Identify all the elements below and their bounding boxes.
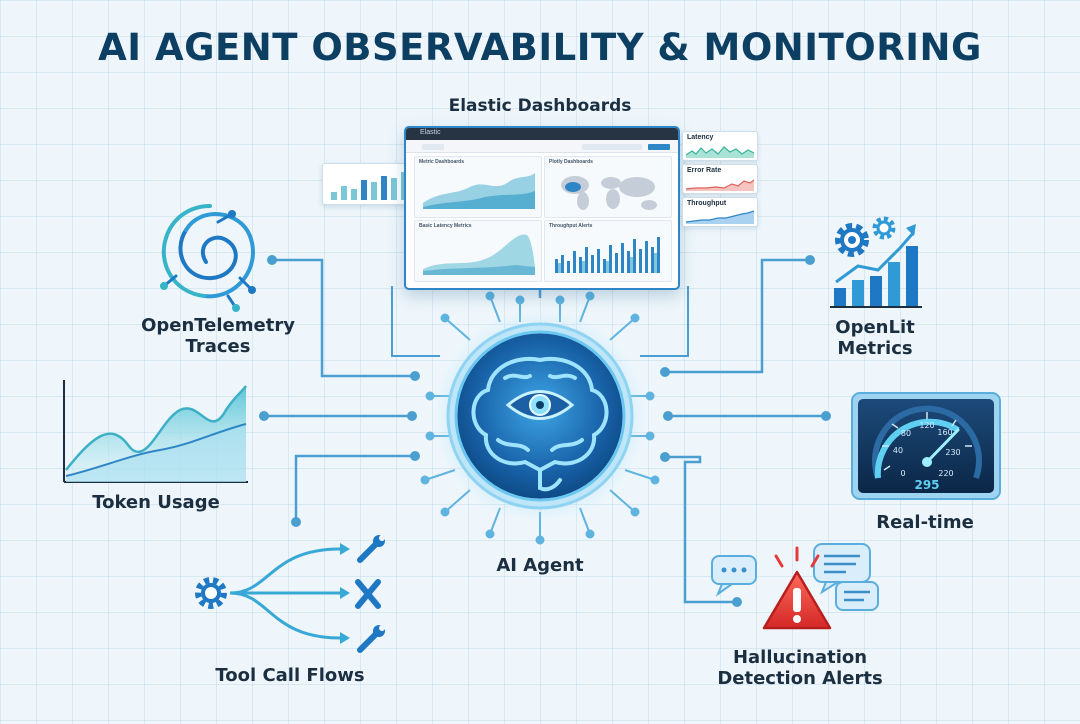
label-real-time: Real-time: [876, 512, 974, 533]
error-rate-sparkline: [686, 179, 754, 191]
label-hallucination-alerts: Hallucination Detection Alerts: [700, 647, 900, 689]
label-line: Detection Alerts: [717, 668, 883, 689]
label-openlit-metrics: OpenLit Metrics: [800, 317, 950, 359]
label-token-usage: Token Usage: [92, 492, 220, 513]
gear-branch-wrench-icon: [195, 535, 385, 653]
gears-growth-chart-icon: [830, 216, 922, 308]
latency-sparkline: [686, 146, 754, 158]
brain-eye-icon: [471, 356, 609, 492]
connector-tool: [294, 454, 415, 522]
screwdriver-icon: [355, 579, 381, 609]
label-line: OpenLit: [835, 317, 915, 338]
connector-hallucination: [665, 455, 737, 604]
warning-chat-bubbles-icon: [711, 543, 879, 630]
panel-latency-metrics: Basic Latency Metrics: [414, 220, 542, 282]
label-opentelemetry-traces: OpenTelemetry Traces: [118, 315, 318, 357]
label-line: OpenTelemetry: [141, 315, 295, 336]
label-line: Metrics: [837, 338, 913, 359]
error-rate-card[interactable]: Error Rate: [682, 164, 758, 194]
elastic-dashboard-window[interactable]: Elastic Metric Dashboards Plotly Dashboa…: [404, 126, 680, 290]
connector-otel: [272, 258, 415, 378]
latency-card[interactable]: Latency: [682, 131, 758, 161]
throughput-card[interactable]: Throughput: [682, 197, 758, 227]
connector-lines: [264, 258, 826, 604]
wrench-icon: [357, 631, 379, 653]
latency-card-title: Latency: [687, 134, 714, 141]
throughput-sparkline: [686, 210, 754, 224]
area-chart-icon: [63, 380, 248, 483]
dashboard-topbar: Elastic: [406, 128, 678, 140]
throughput-card-title: Throughput: [687, 200, 727, 207]
panel-title: Throughput Alerts: [549, 223, 593, 229]
label-ai-agent: AI Agent: [496, 555, 584, 576]
connector-openlit: [665, 258, 810, 374]
connector-dots: [259, 255, 831, 607]
ai-agent-hub[interactable]: [432, 308, 648, 524]
spiral-trace-icon: [160, 204, 256, 312]
panel-world-map: Plotly Dashboards: [544, 156, 672, 218]
dashboard-brand: Elastic: [420, 129, 441, 136]
label-line: Traces: [185, 336, 251, 357]
panel-title: Plotly Dashboards: [549, 159, 593, 165]
panel-metric-dashboards: Metric Dashboards: [414, 156, 542, 218]
label-elastic-dashboards: Elastic Dashboards: [448, 96, 632, 116]
panel-throughput-alerts: Throughput Alerts: [544, 220, 672, 282]
page-title: AI AGENT OBSERVABILITY & MONITORING: [98, 26, 982, 69]
panel-title: Metric Dashboards: [419, 159, 465, 165]
wrench-icon: [357, 541, 379, 563]
error-rate-card-title: Error Rate: [687, 167, 722, 174]
speedometer-gauge-icon: [851, 392, 1001, 500]
bar-chart-icon: [331, 172, 407, 200]
label-tool-call-flows: Tool Call Flows: [215, 665, 365, 686]
panel-title: Basic Latency Metrics: [419, 223, 472, 229]
label-line: Hallucination: [732, 647, 868, 668]
bar-chart-card: [322, 163, 416, 205]
dashboard-toolbar: [406, 140, 678, 153]
